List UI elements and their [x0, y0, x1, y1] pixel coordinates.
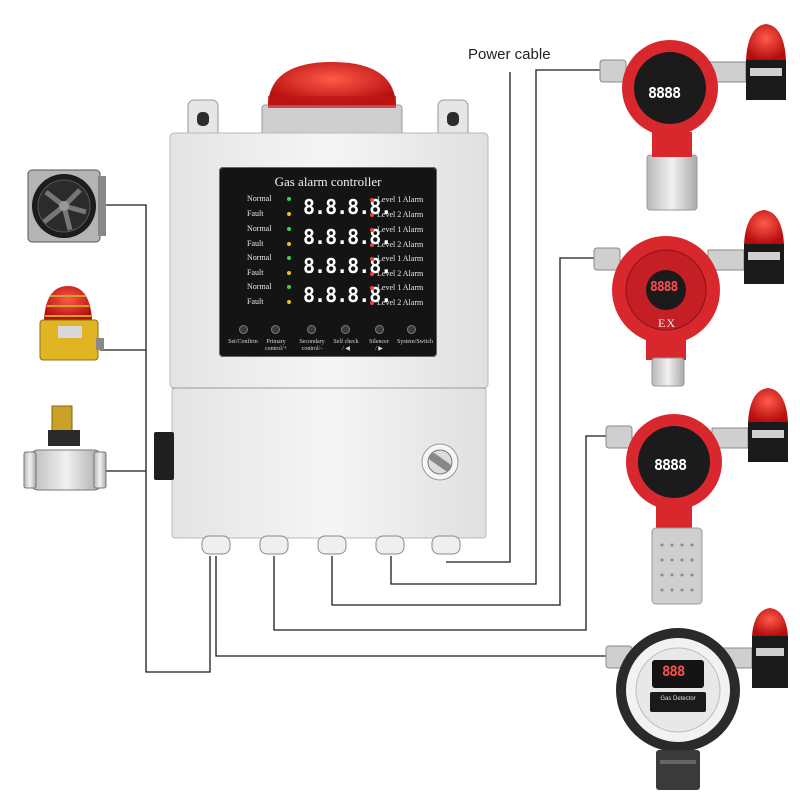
gas-detector-1	[599, 24, 786, 211]
cable-detector-3	[273, 435, 612, 631]
fault-led-icon	[287, 242, 291, 246]
alarm-led-icon	[370, 228, 374, 232]
channel-row-2: Normal Fault 8.8.8.8. Level 1 Alarm Leve…	[219, 224, 437, 254]
cable-power	[446, 72, 511, 563]
normal-led-icon	[287, 285, 291, 289]
gas-detector-2	[593, 210, 784, 387]
channel-reading: 8.8.8.8.	[303, 195, 392, 219]
alarm-led-icon	[370, 198, 374, 202]
level2-alarm-label: Level 2 Alarm	[377, 240, 424, 249]
level1-alarm-label: Level 1 Alarm	[377, 195, 424, 204]
fault-led-icon	[287, 300, 291, 304]
cable-detector-2	[331, 257, 596, 606]
status-normal-label: Normal	[247, 253, 272, 262]
cable-lines	[100, 69, 612, 673]
alarm-led-icon	[370, 301, 374, 305]
channel-row-3: Normal Fault 8.8.8.8. Level 1 Alarm Leve…	[219, 253, 437, 283]
channel-reading: 8.8.8.8.	[303, 254, 392, 278]
level2-alarm-label: Level 2 Alarm	[377, 269, 424, 278]
detector-2-ex-mark: EX	[658, 316, 676, 330]
controller-title: Gas alarm controller	[274, 174, 382, 189]
status-normal-label: Normal	[247, 282, 272, 291]
power-cable-label: Power cable	[468, 46, 551, 63]
self-check-button	[341, 325, 350, 334]
normal-led-icon	[287, 197, 291, 201]
fault-led-icon	[287, 271, 291, 275]
channel-reading: 8.8.8.8.	[303, 283, 392, 307]
channel-row-1: Normal Fault 8.8.8.8. Level 1 Alarm Leve…	[219, 194, 437, 224]
normal-led-icon	[287, 256, 291, 260]
status-fault-label: Fault	[247, 268, 264, 277]
level1-alarm-label: Level 1 Alarm	[377, 283, 424, 292]
solenoid-valve	[23, 405, 107, 491]
alarm-led-icon	[370, 286, 374, 290]
detector-1-reading: 8888	[648, 84, 681, 102]
detector-4-reading: 888	[662, 664, 685, 680]
status-fault-label: Fault	[247, 209, 264, 218]
gas-detector-3	[605, 388, 788, 605]
fault-led-icon	[287, 212, 291, 216]
detector-4-label: Gas Detector	[660, 696, 696, 702]
cable-glands	[201, 535, 461, 555]
alarm-led-icon	[370, 257, 374, 261]
set-confirm-label: Set/Confirm	[228, 339, 258, 345]
set-confirm-button	[239, 325, 248, 334]
channel-reading: 8.8.8.8.	[303, 225, 392, 249]
alarm-beacon	[39, 286, 104, 361]
cable-detector-4	[215, 556, 612, 657]
channel-row-4: Normal Fault 8.8.8.8. Level 1 Alarm Leve…	[219, 282, 437, 312]
alarm-led-icon	[370, 213, 374, 217]
detector-2-reading: 8888	[650, 280, 678, 295]
self-check-label: Self check/ ◀	[333, 339, 359, 352]
alarm-led-icon	[370, 272, 374, 276]
status-fault-label: Fault	[247, 239, 264, 248]
key-switch	[421, 443, 459, 481]
gas-detector-4	[605, 608, 788, 790]
secondary-control-button	[307, 325, 316, 334]
level2-alarm-label: Level 2 Alarm	[377, 298, 424, 307]
controller-display-panel: Gas alarm controller Normal Fault 8.8.8.…	[219, 167, 437, 357]
alarm-led-icon	[370, 243, 374, 247]
exhaust-fan	[27, 169, 106, 243]
normal-led-icon	[287, 227, 291, 231]
system-switch-label: System/Switch	[396, 339, 433, 345]
detector-3-reading: 8888	[654, 456, 687, 474]
silencer-label: Silencer/ ▶	[369, 339, 389, 352]
cable-detector-1	[390, 69, 606, 585]
cabinet-beacon	[261, 62, 403, 136]
status-normal-label: Normal	[247, 224, 272, 233]
primary-control-button	[271, 325, 280, 334]
silencer-button	[375, 325, 384, 334]
status-fault-label: Fault	[247, 297, 264, 306]
level1-alarm-label: Level 1 Alarm	[377, 254, 424, 263]
system-switch-button	[407, 325, 416, 334]
cable-fan	[105, 204, 211, 673]
level1-alarm-label: Level 1 Alarm	[377, 225, 424, 234]
level2-alarm-label: Level 2 Alarm	[377, 210, 424, 219]
status-normal-label: Normal	[247, 194, 272, 203]
